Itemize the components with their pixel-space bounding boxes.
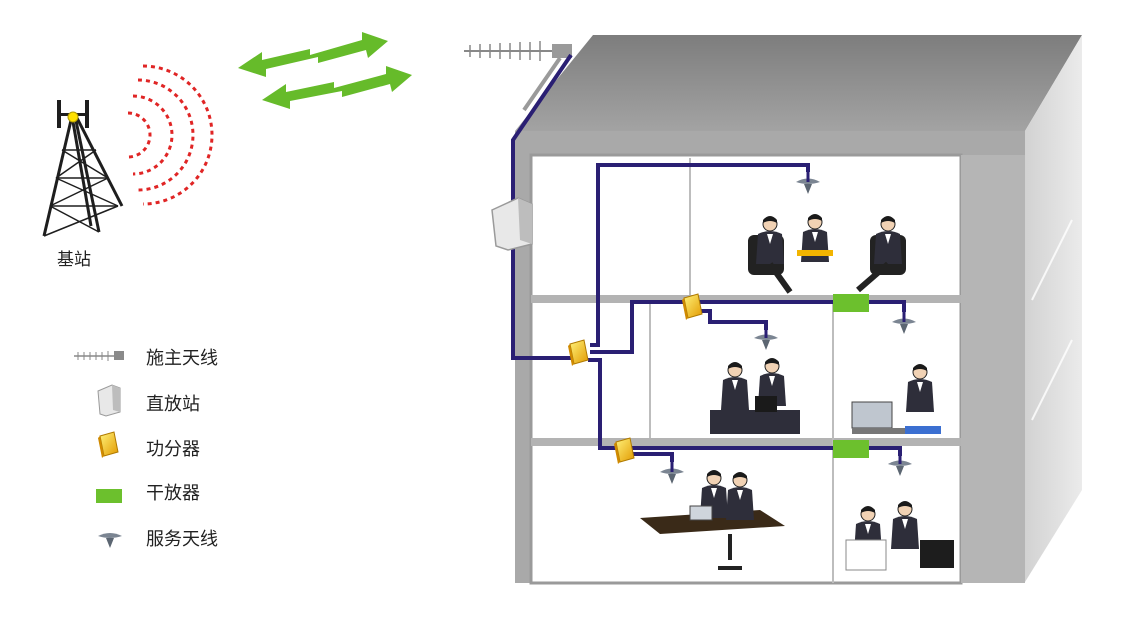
legend-item-power-splitter: 功分器	[97, 431, 200, 460]
line-amplifier-icon	[833, 440, 869, 458]
legend-item-repeater: 直放站	[97, 384, 200, 417]
base-station-icon	[42, 100, 124, 237]
donor-antenna-icon	[464, 41, 572, 112]
legend-label: 干放器	[146, 483, 200, 504]
signal-arrow-icon	[238, 32, 412, 109]
base-station-label: 基站	[57, 250, 91, 270]
legend-item-donor-antenna: 施主天线	[74, 348, 218, 369]
legend-label: 功分器	[146, 439, 200, 460]
office-scene-meeting	[748, 213, 906, 294]
donor-antenna-icon	[74, 351, 124, 361]
legend: 施主天线 直放站 功分器 干放器 服务天线	[74, 348, 218, 550]
line-amplifier-icon	[96, 489, 122, 503]
office-scene-laptop	[851, 363, 941, 434]
legend-item-line-amplifier: 干放器	[96, 483, 200, 504]
repeater-icon	[97, 384, 121, 417]
service-antenna-icon	[98, 533, 122, 548]
power-splitter-icon	[97, 431, 119, 459]
office-scene-computer	[845, 500, 954, 571]
office-scene-discussion	[710, 357, 800, 434]
radio-wave-icon	[127, 64, 214, 206]
building	[515, 35, 1082, 585]
legend-item-service-antenna: 服务天线	[98, 529, 218, 550]
legend-label: 直放站	[146, 394, 200, 415]
repeater-icon	[491, 197, 533, 251]
office-scene-desk	[640, 469, 785, 570]
line-amplifier-icon	[833, 294, 869, 312]
legend-label: 服务天线	[146, 529, 218, 550]
legend-label: 施主天线	[146, 348, 218, 369]
